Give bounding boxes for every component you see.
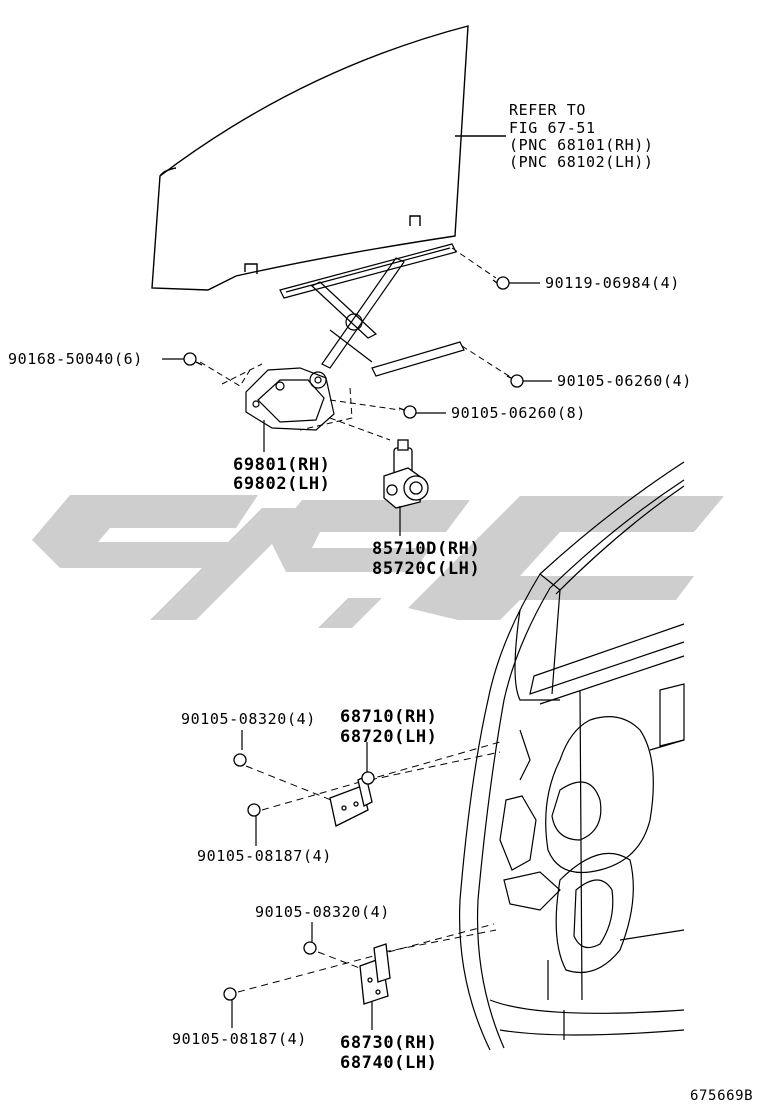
watermark-logo	[32, 495, 724, 628]
label-85720c: 85720C(LH)	[372, 559, 481, 579]
hinge-68730	[359, 943, 391, 1005]
label-90105-08320-upper: 90105-08320(4)	[181, 710, 316, 728]
bolt-90105-08320-lower	[303, 941, 317, 955]
dashed-leaders-upper	[199, 247, 513, 441]
bolt-90168-50040	[183, 352, 203, 366]
bolt-90105-08187-lower	[223, 987, 237, 1001]
label-68740: 68740(LH)	[340, 1053, 438, 1073]
label-90105-06260-4: 90105-06260(4)	[557, 372, 692, 390]
leader-lines	[162, 282, 552, 1030]
refer-note-line1: REFER TO	[509, 101, 587, 119]
refer-note-line2: FIG 67-51	[509, 119, 596, 137]
bolt-90119-06984	[492, 276, 510, 290]
hinge-68710	[329, 771, 375, 827]
bolt-90105-08320-upper	[233, 753, 247, 767]
door-frame	[459, 461, 685, 1051]
label-90105-06260-8: 90105-06260(8)	[451, 404, 586, 422]
label-90105-08187-lower: 90105-08187(4)	[172, 1030, 307, 1048]
door-glass	[151, 25, 506, 291]
label-69801: 69801(RH)	[233, 455, 331, 475]
label-90105-08320-lower: 90105-08320(4)	[255, 903, 390, 921]
bolt-90105-06260-8	[398, 405, 417, 419]
bolt-90105-06260-4	[506, 374, 524, 388]
regulator-motor	[383, 439, 429, 509]
bolt-90105-08187-upper	[247, 803, 261, 817]
label-90105-08187-upper: 90105-08187(4)	[197, 847, 332, 865]
window-regulator	[245, 243, 465, 431]
label-68720: 68720(LH)	[340, 727, 438, 747]
refer-note-line3: (PNC 68101(RH))	[509, 136, 654, 154]
label-90119-06984: 90119-06984(4)	[545, 274, 680, 292]
label-68730: 68730(RH)	[340, 1033, 438, 1053]
label-69802: 69802(LH)	[233, 474, 331, 494]
refer-note-line4: (PNC 68102(LH))	[509, 153, 654, 171]
label-90168-50040: 90168-50040(6)	[8, 350, 143, 368]
label-68710: 68710(RH)	[340, 707, 438, 727]
label-85710d: 85710D(RH)	[372, 539, 481, 559]
dashed-leaders-hinges	[237, 741, 501, 993]
figure-id: 675669B	[690, 1088, 754, 1104]
